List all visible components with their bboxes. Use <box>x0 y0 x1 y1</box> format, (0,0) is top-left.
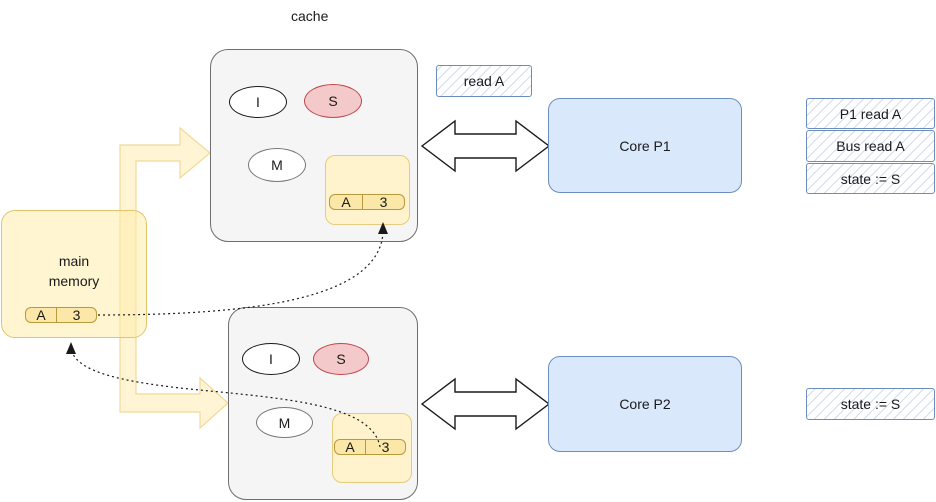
cache-p1-state-invalid: I <box>229 86 287 118</box>
cache-p1-line-area <box>325 155 410 225</box>
cache-p1-state-shared: S <box>304 84 362 118</box>
core-p1-label: Core P1 <box>619 137 671 154</box>
core-p2-label: Core P2 <box>619 396 671 412</box>
cache-p1-line-address: A <box>329 194 363 210</box>
memory-line-address: A <box>25 307 57 323</box>
p1-log-entry-1: P1 read A <box>806 98 935 129</box>
main-memory-label: main memory <box>48 253 100 289</box>
cache-p2-line-address: A <box>334 439 366 455</box>
core-p1-link-arrow <box>420 119 551 173</box>
cache-title: cache <box>291 8 329 24</box>
read-request-label: read A <box>436 65 532 97</box>
core-p2-link-arrow <box>420 377 551 431</box>
p1-log-entry-2: Bus read A <box>806 130 935 162</box>
p2-log-entry-1: state := S <box>806 388 935 420</box>
cache-p2-state-modified: M <box>256 407 313 438</box>
memory-line-value: 3 <box>57 307 97 323</box>
core-p2: Core P2 <box>548 356 742 452</box>
cache-p2-line-value: 3 <box>366 439 406 455</box>
cache-p2-state-shared: S <box>313 343 369 375</box>
cache-p1-state-modified: M <box>248 148 306 182</box>
cache-p1-line-value: 3 <box>363 194 405 210</box>
p1-log-entry-3: state := S <box>806 163 935 194</box>
cache-p2-state-invalid: I <box>242 343 300 375</box>
core-p1: Core P1 <box>548 98 742 193</box>
